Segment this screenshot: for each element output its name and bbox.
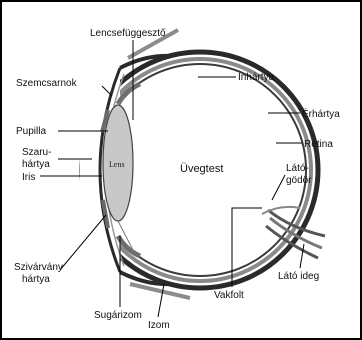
label-inhartya: Ínhártya [238, 70, 275, 83]
label-szaruhartya-2: hártya [22, 159, 50, 170]
label-retina: Retina [304, 139, 333, 150]
label-szivarvanyhartya-2: hártya [22, 274, 50, 285]
label-iris: Iris [22, 172, 35, 183]
label-szivarvanyhartya-1: Szivárvány [14, 262, 63, 273]
optic-nerve-4 [262, 207, 300, 214]
label-vakfolt: Vakfolt [214, 290, 244, 301]
label-izom: Izom [148, 320, 170, 331]
label-latoideg: Látó ideg [278, 271, 319, 282]
label-sugarizom: Sugárizom [94, 310, 142, 321]
label-szaruhartya-1: Szaru- [22, 147, 51, 158]
leader-latogodor [272, 175, 285, 200]
label-uvegtest: Üvegtest [180, 163, 223, 175]
label-erhartya: Érhártya [302, 107, 340, 120]
label-latogodor-2: gödör [286, 175, 312, 186]
label-lencsefuggeszto: Lencsefüggesztő [90, 28, 166, 39]
label-pupilla: Pupilla [16, 126, 46, 137]
label-latogodor-1: Látó- [286, 163, 309, 174]
label-lens: Lens [109, 160, 125, 169]
label-szemcsarnok: Szemcsarnok [16, 78, 78, 89]
